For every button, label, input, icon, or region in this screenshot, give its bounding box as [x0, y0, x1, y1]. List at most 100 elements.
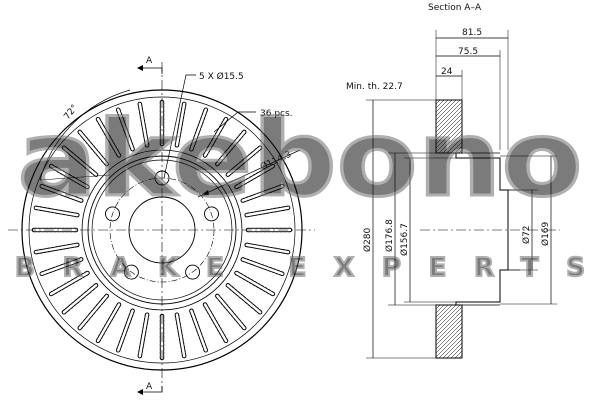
akebono-watermark: akebono BRAKE EXPERTS	[14, 97, 586, 285]
vent-slot-inner	[96, 303, 121, 343]
bolt-hole	[105, 206, 120, 222]
watermark-logo: akebono	[18, 98, 583, 220]
vent-slot-inner	[203, 303, 228, 343]
vents-leader	[213, 111, 256, 133]
vent-slot-inner	[235, 164, 275, 189]
section-title: Section A–A	[428, 3, 482, 13]
bolt-hole	[185, 264, 201, 280]
vent-slot-inner	[40, 184, 83, 202]
vent-slot-inner	[226, 146, 262, 176]
vent-slot-inner	[241, 184, 284, 202]
vent-slot-inner	[49, 164, 89, 189]
dim-overall-height: 81.5	[462, 28, 482, 38]
hatch-line	[435, 304, 445, 314]
hatch-line	[438, 334, 463, 359]
hatch-line	[435, 125, 463, 153]
section-arrowhead-bottom	[137, 389, 143, 395]
min-thickness-label: Min. th. 22.7	[346, 82, 403, 92]
vent-slot-inner	[245, 243, 290, 254]
angle-ext-line	[39, 174, 111, 181]
pcd-arrowhead	[200, 190, 209, 196]
hatch-line	[435, 99, 461, 125]
hatch-line	[446, 342, 463, 359]
section-view: Section A–A 81.5 75.5 24 Min. th. 22.7 Ø…	[346, 3, 560, 359]
hatch-line	[435, 318, 463, 346]
hatch-line	[435, 322, 463, 350]
vent-slot-inner	[62, 146, 98, 176]
dim-hub-face-diameter: Ø169	[540, 221, 551, 246]
vent-slot-inner	[241, 258, 284, 276]
vent-slot-inner	[78, 294, 108, 330]
vent-slot-inner	[190, 309, 208, 352]
hatch-line	[435, 105, 463, 133]
hatch-line	[435, 99, 449, 113]
bolt-hole	[204, 206, 219, 222]
hatch-line	[450, 141, 463, 154]
vent-slot-inner	[175, 102, 186, 147]
hatch-line	[435, 330, 463, 358]
section-marker-top: A	[146, 56, 153, 66]
hatch-line	[435, 99, 453, 117]
vent-slot-inner	[175, 313, 186, 358]
vent-slot-inner	[116, 108, 134, 151]
hatch-line	[435, 304, 457, 326]
vent-slot-inner	[190, 108, 208, 151]
dim-outer-diameter: Ø280	[362, 227, 373, 252]
hatch-line	[435, 99, 457, 121]
vent-slot-inner	[62, 284, 98, 314]
vent-slot-inner	[216, 294, 246, 330]
section-marker-bottom: A	[146, 382, 153, 392]
hat-outline	[455, 153, 509, 305]
vents-label: 36 pcs.	[260, 109, 293, 119]
hatch-line	[435, 109, 463, 137]
hatch-line	[435, 314, 463, 342]
section-arrowhead-top	[137, 65, 143, 71]
vent-slot-inner	[138, 313, 149, 358]
bolt-hole-label: 5 X Ø15.5	[199, 71, 244, 82]
vent-slot-inner	[116, 309, 134, 352]
hatch-line	[454, 145, 463, 154]
vent-slot-inner	[40, 258, 83, 276]
section-arrow-bottom	[143, 386, 163, 393]
hatch-line	[446, 137, 463, 154]
bolt-hole-leader	[163, 74, 196, 179]
hatch-line	[435, 306, 463, 334]
friction-ring-hatching	[435, 99, 463, 359]
vent-slot-inner	[245, 206, 290, 217]
hatch-line	[435, 326, 463, 354]
hatch-line	[458, 149, 463, 154]
vent-slot-inner	[34, 243, 79, 254]
hatch-line	[435, 304, 461, 330]
hatch-line	[435, 304, 449, 318]
vent-slot-inner	[49, 271, 89, 296]
hatch-line	[435, 101, 463, 129]
hatch-line	[435, 99, 441, 105]
vent-slot-inner	[34, 206, 79, 217]
hatch-line	[435, 99, 445, 109]
hatch-line	[435, 121, 463, 149]
hatch-line	[435, 304, 441, 310]
dim-hat-height: 75.5	[458, 47, 478, 57]
section-arrow-top	[143, 67, 163, 74]
hatch-line	[458, 354, 463, 359]
vent-slots	[31, 99, 293, 361]
hatch-line	[435, 304, 453, 322]
hatch-line	[435, 113, 463, 141]
pcd-leader	[197, 149, 301, 198]
hatch-line	[435, 117, 463, 145]
vent-slot-inner	[138, 102, 149, 147]
angle-arc	[39, 89, 131, 181]
vent-slot-inner	[216, 130, 246, 166]
hatch-line	[438, 129, 463, 154]
vent-slot-inner	[78, 130, 108, 166]
vent-slot-inner	[96, 117, 121, 157]
hatch-line	[442, 338, 463, 359]
hatch-line	[450, 346, 463, 359]
hatch-line	[454, 350, 463, 359]
bolt-hole	[123, 264, 139, 280]
dim-inner-diameter: Ø156.7	[399, 223, 410, 256]
hatch-line	[442, 133, 463, 154]
dim-center-bore: Ø72	[521, 225, 532, 244]
